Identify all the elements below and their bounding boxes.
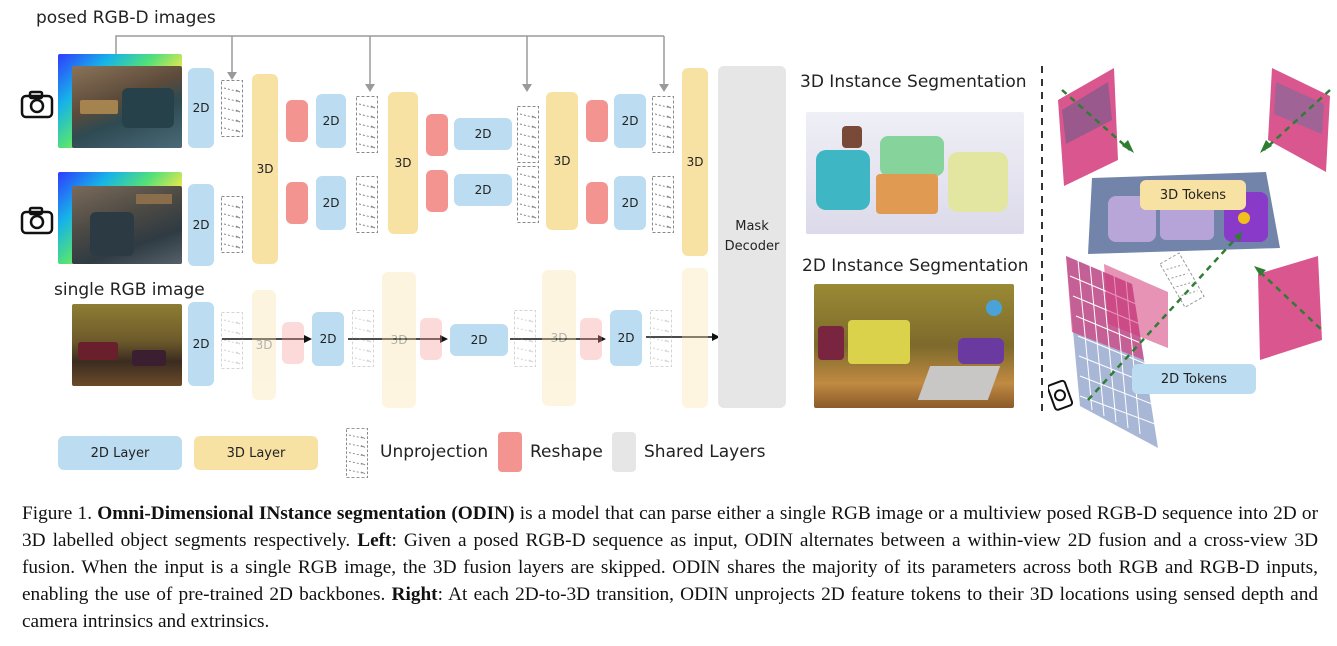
posed-rgbd-label: posed RGB-D images (36, 8, 216, 28)
skipped-reshape-block (580, 318, 602, 360)
layer-2d-block: 2D (454, 118, 512, 150)
caption-part1: is a model that can parse either a singl… (22, 503, 1318, 551)
legend-reshape-swatch (498, 432, 522, 472)
unprojection-icon (221, 312, 243, 369)
reshape-block (426, 170, 448, 212)
single-rgb-photo (72, 304, 182, 386)
mask-decoder: Mask Decoder (718, 66, 786, 408)
rgbd-photo-2 (72, 186, 182, 264)
caption-right-label: Right (391, 584, 438, 605)
skipped-reshape-block (420, 318, 442, 360)
unprojection-icon (652, 176, 674, 233)
legend-shared-label: Shared Layers (644, 442, 766, 462)
connector-lines (115, 35, 1043, 412)
unprojection-icon (517, 166, 539, 223)
skipped-3d-block (682, 268, 708, 408)
legend-shared-swatch (612, 432, 636, 472)
layer-2d-block: 2D (188, 302, 214, 386)
layer-2d-block: 2D (454, 174, 512, 206)
skipped-3d-block: 3D (382, 272, 416, 408)
unprojection-icon (650, 310, 672, 367)
rgbd-photo-1 (72, 66, 182, 148)
unprojection-icon (221, 196, 243, 253)
layer-2d-block: 2D (614, 94, 646, 148)
layer-3d-block: 3D (682, 68, 708, 256)
seg2d-label: 2D Instance Segmentation (802, 256, 1029, 276)
layer-3d-block: 3D (388, 92, 418, 234)
caption-left-label: Left (357, 530, 392, 551)
tokens-2d-label: 2D Tokens (1132, 364, 1256, 394)
caption-prefix: Figure 1. (22, 503, 98, 524)
reshape-block (286, 182, 308, 224)
seg2d-image (814, 284, 1014, 408)
layer-2d-block: 2D (188, 68, 214, 148)
reshape-block (586, 182, 608, 224)
single-rgb-label: single RGB image (54, 280, 205, 300)
unprojection-icon (514, 310, 536, 367)
unprojection-icon (352, 310, 374, 367)
layer-2d-block: 2D (188, 184, 214, 266)
caption-part3: : At each 2D-to-3D transition, ODIN unpr… (22, 584, 1318, 632)
seg3d-label: 3D Instance Segmentation (800, 72, 1027, 92)
layer-2d-block: 2D (312, 312, 344, 366)
layer-2d-block: 2D (450, 324, 508, 356)
caption-part2: : Given a posed RGB-D sequence as input,… (22, 530, 1318, 605)
unprojection-icon (356, 176, 378, 233)
camera-icon (20, 90, 54, 119)
unprojection-icon (346, 428, 368, 478)
reshape-block (586, 100, 608, 142)
legend-3d-layer: 3D Layer (194, 436, 318, 470)
legend-2d-layer: 2D Layer (58, 436, 182, 470)
caption-title: Omni-Dimensional INstance segmentation (… (97, 503, 515, 524)
unprojection-icon (221, 80, 243, 137)
skipped-reshape-block (282, 322, 304, 364)
reshape-block (426, 114, 448, 156)
skipped-3d-block: 3D (252, 290, 276, 400)
unprojection-icon (652, 96, 674, 153)
unprojection-icon (356, 96, 378, 153)
skipped-3d-block: 3D (542, 270, 576, 406)
legend-unprojection-label: Unprojection (380, 442, 489, 462)
reshape-block (286, 100, 308, 142)
layer-2d-block: 2D (610, 310, 642, 366)
layer-2d-block: 2D (316, 94, 346, 148)
unprojection-icon (517, 106, 539, 163)
seg3d-image (806, 112, 1024, 234)
layer-2d-block: 2D (316, 176, 346, 230)
layer-3d-block: 3D (252, 74, 278, 264)
camera-icon (20, 206, 54, 235)
layer-3d-block: 3D (546, 92, 578, 230)
figure-caption: Figure 1. Omni-Dimensional INstance segm… (22, 500, 1318, 635)
legend-reshape-label: Reshape (530, 442, 603, 462)
tokens-3d-label: 3D Tokens (1140, 180, 1246, 210)
layer-2d-block: 2D (614, 176, 646, 230)
